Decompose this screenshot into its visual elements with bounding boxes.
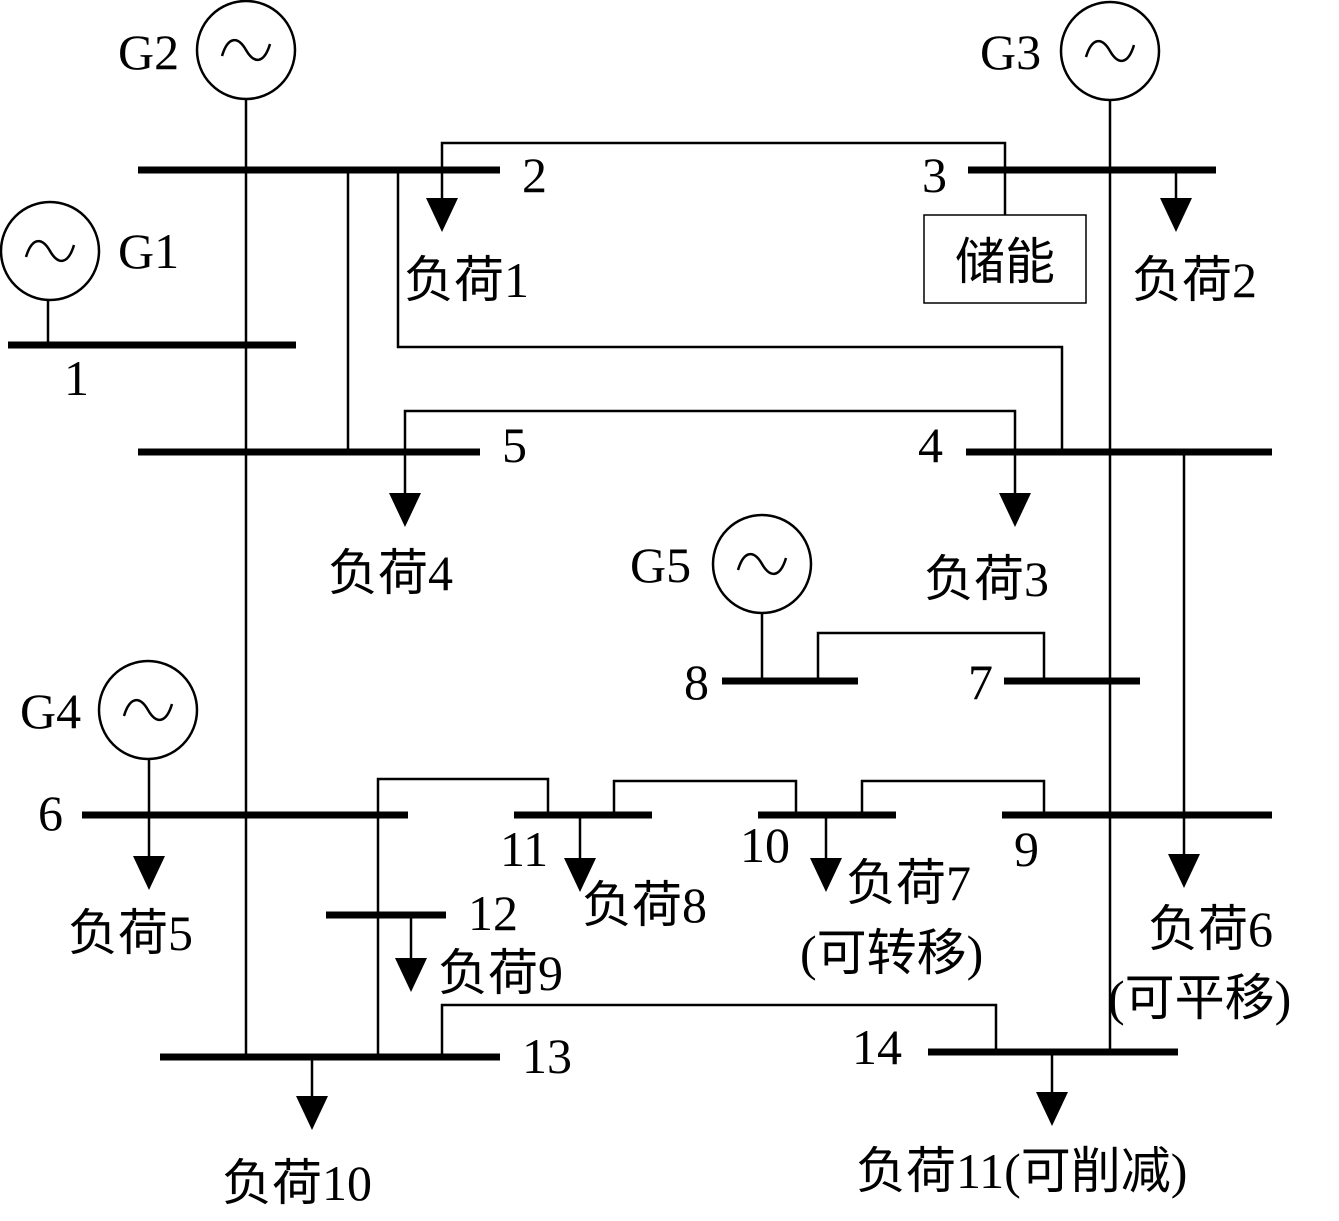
bus-13-label: 13	[522, 1028, 572, 1084]
load-3-label: 负荷3	[924, 551, 1049, 607]
bus-8-label: 8	[684, 654, 709, 710]
load-11-label: 负荷11(可削减)	[856, 1143, 1187, 1199]
load-7-arrow	[810, 858, 842, 892]
line-bus11-bus10	[612, 779, 798, 815]
load-6-label: 负荷6	[1148, 901, 1273, 957]
load-6-arrow	[1168, 854, 1200, 888]
load-2-label: 负荷2	[1132, 252, 1257, 308]
load-9-label: 负荷9	[438, 945, 563, 1001]
bus-14-label: 14	[852, 1019, 902, 1075]
bus-9-label: 9	[1014, 821, 1039, 877]
load-6-note: (可平移)	[1108, 970, 1291, 1026]
bus-11-label: 11	[500, 821, 548, 877]
generator-g4-label: G4	[20, 683, 81, 739]
bus-10-label: 10	[740, 817, 790, 873]
load-7-note: (可转移)	[800, 925, 983, 981]
load-10-arrow	[296, 1096, 328, 1130]
line-bus2-bus3	[440, 141, 1007, 215]
load-10-label: 负荷10	[222, 1155, 372, 1211]
bus-3-label: 3	[922, 147, 947, 203]
bus-5-label: 5	[502, 417, 527, 473]
load-2-arrow	[1160, 198, 1192, 232]
line-bus8-bus7	[816, 631, 1046, 681]
line-bus5-bus4	[403, 409, 1017, 452]
generator-g5-label: G5	[630, 537, 691, 593]
generator-g1-label: G1	[118, 223, 179, 279]
load-7-label: 负荷7	[846, 855, 971, 911]
storage-label: 储能	[955, 234, 1055, 290]
load-11-arrow	[1036, 1092, 1068, 1126]
load-4-label: 负荷4	[328, 545, 453, 601]
load-1-arrow	[426, 198, 458, 232]
line-bus13-bus14	[440, 1003, 998, 1057]
generator-g5-icon	[711, 513, 813, 615]
bus-7-label: 7	[968, 654, 993, 710]
load-8-label: 负荷8	[582, 877, 707, 933]
generator-g4-icon	[97, 659, 199, 761]
generator-g1-icon	[0, 200, 101, 302]
generator-g2-label: G2	[118, 24, 179, 80]
generator-g3-label: G3	[980, 24, 1041, 80]
load-3-arrow	[999, 493, 1031, 527]
generator-g2-icon	[195, 0, 297, 101]
generator-g3-icon	[1059, 0, 1161, 102]
load-1-label: 负荷1	[404, 252, 529, 308]
bus-4-label: 4	[918, 417, 943, 473]
bus-12-label: 12	[468, 885, 518, 941]
bus-6-label: 6	[38, 785, 63, 841]
line-bus10-bus9	[860, 779, 1046, 815]
load-5-label: 负荷5	[68, 905, 193, 961]
bus-2-label: 2	[522, 147, 547, 203]
bus-1-label: 1	[64, 350, 89, 406]
storage-box	[923, 214, 1087, 304]
line-bus2-bus4	[396, 170, 1064, 452]
line-bus6-bus11	[376, 777, 550, 1057]
load-9-arrow	[395, 958, 427, 992]
load-4-arrow	[389, 493, 421, 527]
load-5-arrow	[133, 856, 165, 890]
